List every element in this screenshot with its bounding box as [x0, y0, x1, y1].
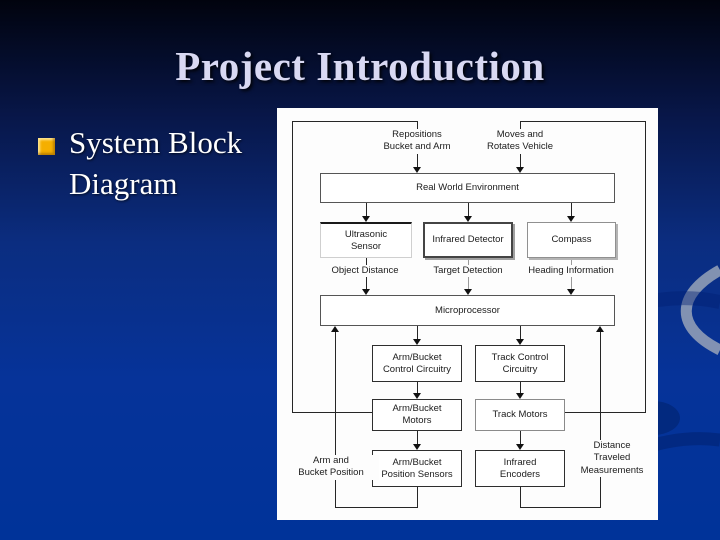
arrowhead-up-icon — [331, 326, 339, 332]
bullet-square-icon — [38, 138, 55, 155]
node-compass: Compass — [527, 222, 616, 258]
label-repositions-bucket-arm: Repositions Bucket and Arm — [365, 129, 469, 154]
connector-line — [520, 382, 521, 393]
connector-line — [366, 203, 367, 216]
label-moves-rotates-vehicle: Moves and Rotates Vehicle — [468, 129, 572, 154]
connector-line — [292, 121, 418, 122]
arrowhead-down-icon — [362, 216, 370, 222]
connector-line — [417, 326, 418, 339]
arrowhead-down-icon — [516, 167, 524, 173]
arrowhead-down-icon — [413, 444, 421, 450]
label-heading-information: Heading Information — [515, 265, 627, 278]
connector-line — [520, 431, 521, 444]
connector-line — [335, 507, 418, 508]
connector-line — [520, 326, 521, 339]
connector-line — [520, 487, 521, 507]
arrowhead-down-icon — [413, 393, 421, 399]
node-arm-bucket-position-sensors: Arm/Bucket Position Sensors — [372, 450, 462, 487]
connector-line — [520, 507, 601, 508]
node-infrared-encoders: Infrared Encoders — [475, 450, 565, 487]
arrowhead-down-icon — [567, 216, 575, 222]
node-arm-bucket-motors: Arm/Bucket Motors — [372, 399, 462, 431]
label-distance-traveled: Distance Traveled Measurements — [569, 440, 655, 478]
connector-line — [417, 431, 418, 444]
arrowhead-down-icon — [516, 444, 524, 450]
connector-line — [571, 203, 572, 216]
arrowhead-down-icon — [413, 167, 421, 173]
arrowhead-down-icon — [567, 289, 575, 295]
connector-line — [468, 203, 469, 216]
slide-title: Project Introduction — [175, 43, 545, 89]
node-ultrasonic-sensor: Ultrasonic Sensor — [320, 222, 412, 258]
connector-line — [417, 382, 418, 393]
node-real-world-environment: Real World Environment — [320, 173, 615, 203]
label-arm-bucket-position: Arm and Bucket Position — [283, 455, 379, 480]
connector-line — [335, 332, 336, 507]
connector-line — [292, 121, 293, 413]
diagram-panel: Repositions Bucket and Arm Moves and Rot… — [277, 108, 658, 520]
arrowhead-down-icon — [362, 289, 370, 295]
arrowhead-down-icon — [413, 339, 421, 345]
label-target-detection: Target Detection — [418, 265, 518, 278]
bullet-text: System Block Diagram — [69, 125, 243, 202]
node-track-control-circuitry: Track Control Circuitry — [475, 345, 565, 382]
node-microprocessor: Microprocessor — [320, 295, 615, 326]
connector-line — [520, 121, 646, 122]
connector-line — [292, 412, 372, 413]
node-infrared-detector: Infrared Detector — [423, 222, 513, 258]
connector-line — [417, 487, 418, 507]
connector-line — [565, 412, 645, 413]
arrowhead-down-icon — [516, 393, 524, 399]
arrowhead-down-icon — [516, 339, 524, 345]
connector-line — [645, 121, 646, 413]
node-track-motors: Track Motors — [475, 399, 565, 431]
bullet-item: System Block Diagram — [36, 122, 268, 204]
label-object-distance: Object Distance — [315, 265, 415, 278]
arrowhead-down-icon — [464, 289, 472, 295]
arrowhead-up-icon — [596, 326, 604, 332]
arrowhead-down-icon — [464, 216, 472, 222]
node-arm-bucket-control-circuitry: Arm/Bucket Control Circuitry — [372, 345, 462, 382]
connector-line — [600, 332, 601, 507]
